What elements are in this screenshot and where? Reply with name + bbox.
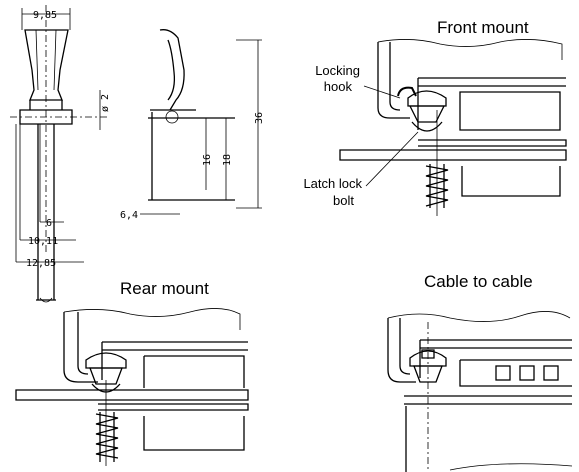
dim-6-4: 6,4 [120,210,138,221]
locking-hook-label-line2: hook [324,79,353,94]
latch-lock-bolt-label-line1: Latch lock [303,176,362,191]
latch-lock-bolt-label-line2: bolt [333,193,354,208]
front-screw-thread [425,164,449,208]
rear-mount-view: Rear mount [15,279,249,466]
dim-36: 36 [254,112,265,124]
cable-to-cable-title: Cable to cable [424,272,533,291]
dim-10-11: 10,11 [28,236,58,247]
dim-16: 16 [202,154,213,166]
connector-teeth [495,365,559,381]
cable-to-cable-view: Cable to cable [387,272,573,472]
front-mount-title: Front mount [437,18,529,37]
rear-mount-title: Rear mount [120,279,209,298]
dim-phi-2: ø 2 [100,94,111,112]
rear-screw-thread [95,412,119,462]
dim-9-85: 9,85 [33,10,57,21]
dim-18: 18 [222,154,233,166]
dimension-drawing: 9,85 6 10,11 12,85 ø 2 [10,5,265,303]
dim-12-85: 12,85 [26,258,56,269]
front-mount-view: Front mount Locking hook Latch lock bolt [303,18,567,216]
locking-hook-label-line1: Locking [315,63,360,78]
dim-6: 6 [46,218,52,229]
